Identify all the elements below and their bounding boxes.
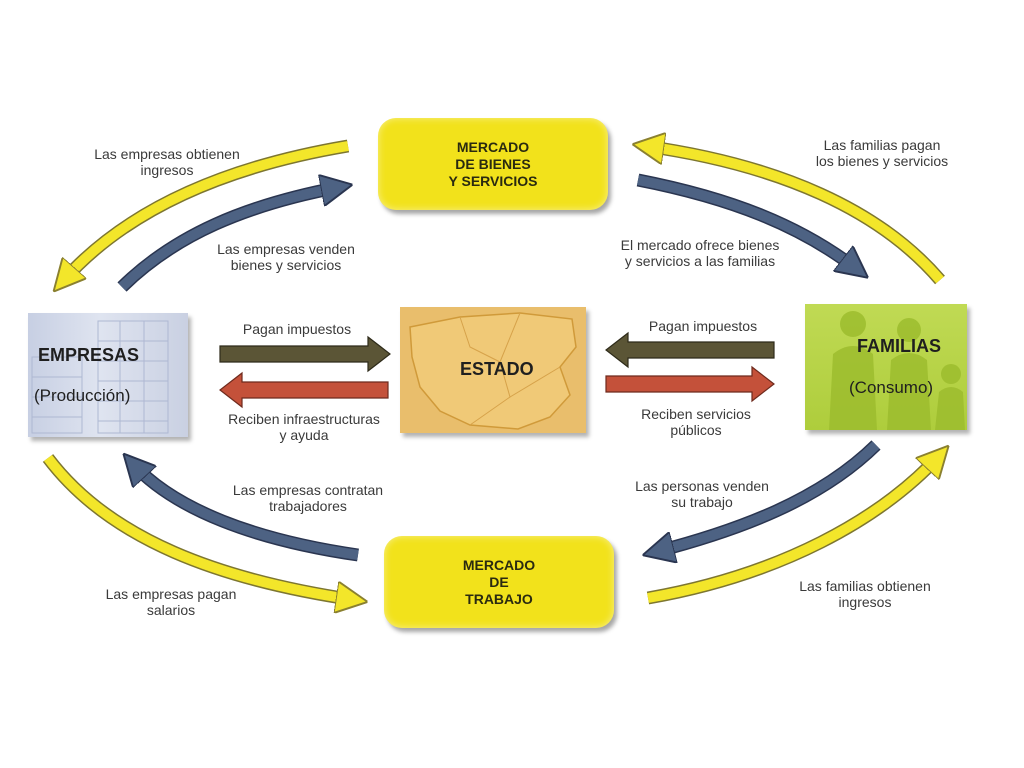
- label-empresas-contratan: Las empresas contratan trabajadores: [232, 482, 384, 514]
- label-pagan-impuestos-right: Pagan impuestos: [648, 318, 758, 334]
- familias-title: FAMILIAS: [857, 336, 941, 356]
- empresas-title: EMPRESAS: [38, 345, 140, 365]
- label-personas-venden: Las personas venden su trabajo: [635, 478, 769, 510]
- arrow-pagan-impuestos-left: [219, 335, 391, 373]
- label-familias-pagan: Las familias pagan los bienes y servicio…: [815, 137, 949, 169]
- arrow-pagan-impuestos-right: [605, 331, 775, 369]
- label-familias-obtienen-ingresos: Las familias obtienen ingresos: [799, 578, 931, 610]
- arrow-reciben-infraestructuras: [219, 371, 389, 409]
- arrow-empresas-pagan-salarios: [42, 454, 356, 607]
- label-empresas-pagan-salarios: Las empresas pagan salarios: [105, 586, 237, 618]
- label-empresas-obtienen-ingresos: Las empresas obtienen ingresos: [94, 146, 240, 178]
- family-photo: [829, 311, 965, 430]
- buildings-image: [31, 320, 169, 434]
- label-pagan-impuestos-left: Pagan impuestos: [242, 321, 352, 337]
- mercado-trabajo-box: MERCADO DE TRABAJO: [384, 536, 614, 628]
- familias-subtitle: (Consumo): [849, 378, 934, 397]
- label-mercado-ofrece: El mercado ofrece bienes y servicios a l…: [620, 237, 780, 269]
- familias-box: FAMILIAS (Consumo): [805, 304, 967, 430]
- label-empresas-venden: Las empresas venden bienes y servicios: [217, 241, 355, 273]
- estado-box: ESTADO: [400, 307, 586, 433]
- mercado-bienes-box: MERCADO DE BIENES Y SERVICIOS: [378, 118, 608, 210]
- arrow-familias-obtienen-ingresos: [646, 450, 945, 605]
- empresas-subtitle: (Producción): [34, 386, 131, 405]
- label-reciben-infraestructuras: Reciben infraestructuras y ayuda: [228, 411, 380, 443]
- map-image: [409, 312, 577, 430]
- empresas-box: EMPRESAS (Producción): [28, 313, 188, 437]
- arrow-reciben-servicios: [605, 365, 775, 403]
- estado-title: ESTADO: [460, 359, 534, 379]
- label-reciben-servicios: Reciben servicios públicos: [641, 406, 751, 438]
